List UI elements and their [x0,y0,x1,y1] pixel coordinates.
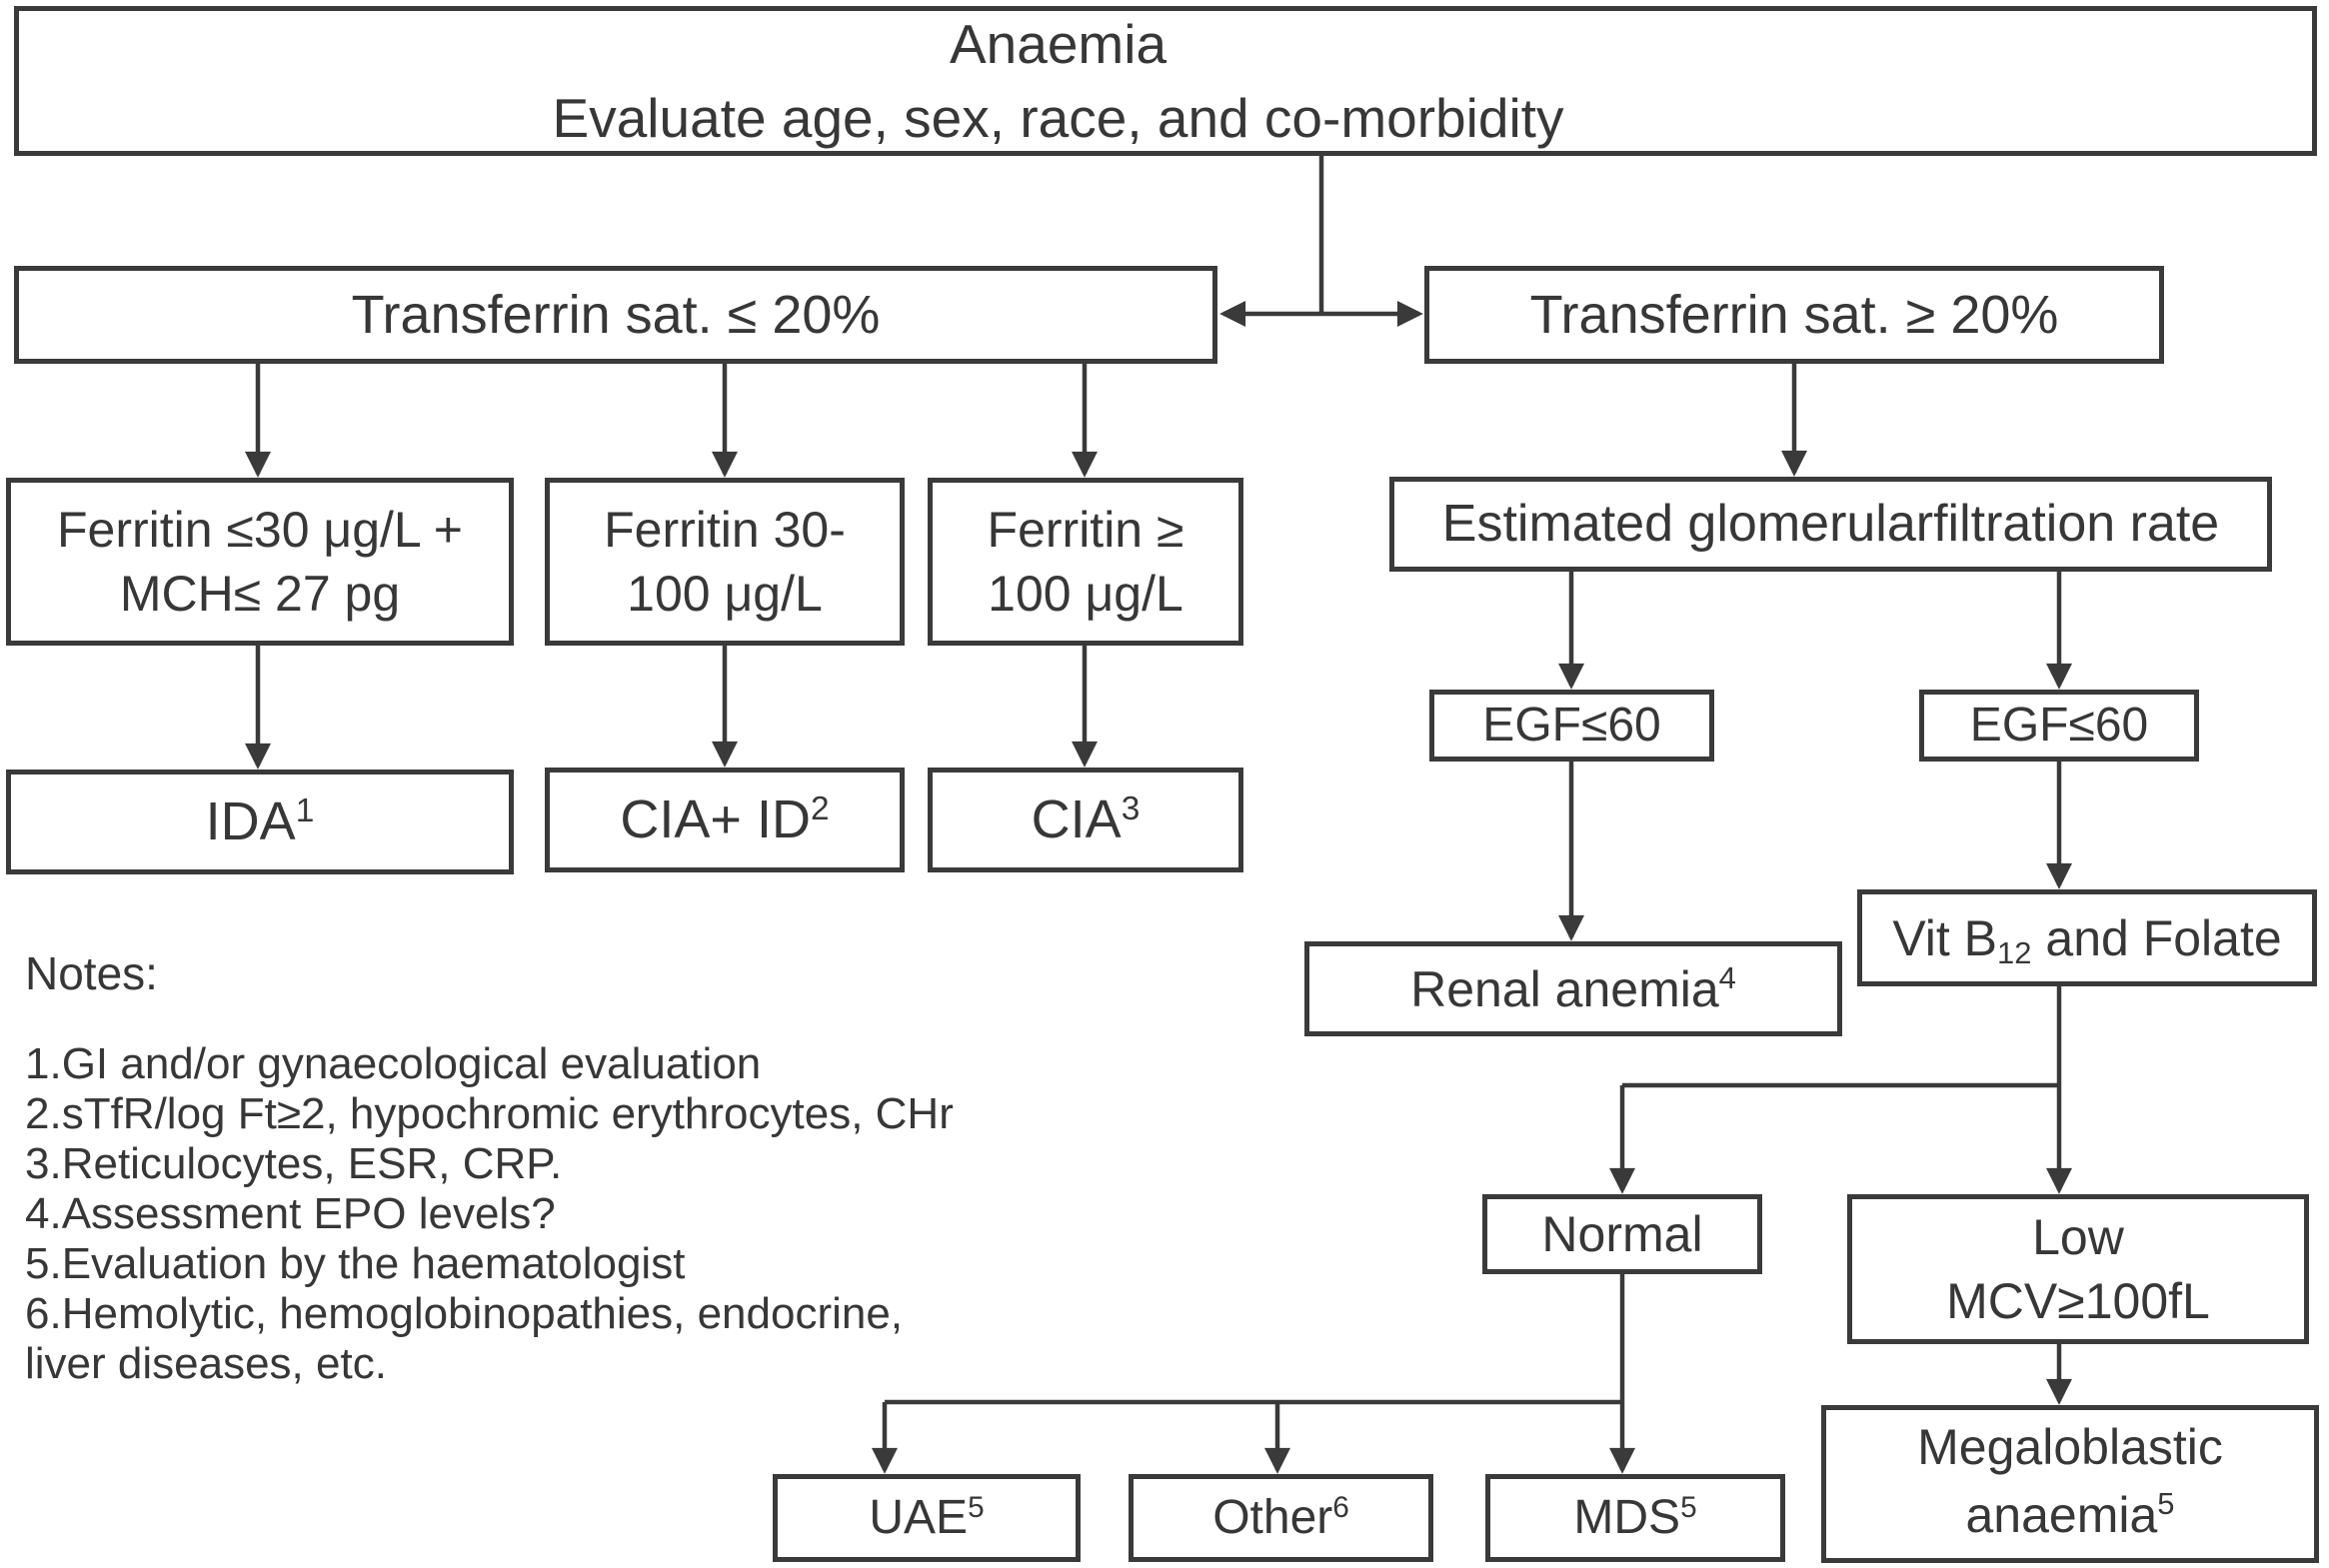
note-line: liver diseases, etc. [25,1339,387,1388]
cia-id-label: CIA+ ID2 [620,789,830,850]
note-line: 2.sTfR/log Ft≥2, hypochromic erythrocyte… [25,1089,954,1138]
node-anaemia: Anaemia Evaluate age, sex, race, and co-… [14,6,2317,156]
transferrin-high-label: Transferrin sat. ≥ 20% [1529,284,2059,345]
node-egf-left: EGF≤60 [1429,690,1714,762]
ida-label: IDA1 [205,791,315,852]
node-vitb12-folate: Vit B12 and Folate [1857,889,2317,986]
node-uae: UAE5 [773,1474,1081,1562]
notes-heading: Notes: [25,947,158,999]
renal-anemia-label: Renal anemia4 [1410,960,1736,1017]
node-ferritin-ge100: Ferritin ≥ 100 μg/L [928,478,1243,646]
megaloblastic-line1: Megaloblastic [1917,1418,2223,1475]
ferritin-30-100-line2: 100 μg/L [627,566,823,622]
low-mcv-line2: MCV≥100fL [1946,1273,2210,1329]
node-egfr: Estimated glomerularfiltration rate [1389,477,2272,572]
notes-section: Notes: 1.GI and/or gynaecological evalua… [25,947,1035,1389]
node-ferritin-30-100: Ferritin 30- 100 μg/L [545,478,905,646]
note-line: 3.Reticulocytes, ESR, CRP. [25,1139,563,1188]
node-megaloblastic: Megaloblastic anaemia5 [1821,1405,2319,1563]
egfr-label: Estimated glomerularfiltration rate [1441,495,2220,554]
other-label: Other6 [1212,1490,1349,1545]
egf-left-label: EGF≤60 [1482,699,1661,753]
node-egf-right: EGF≤60 [1919,690,2199,762]
node-mds: MDS5 [1485,1474,1785,1562]
node-ferritin-le30: Ferritin ≤30 μg/L + MCH≤ 27 pg [6,478,514,646]
node-low-mcv: Low MCV≥100fL [1847,1194,2309,1344]
uae-label: UAE5 [869,1490,985,1545]
node-cia: CIA3 [928,768,1243,872]
node-transferrin-low: Transferrin sat. ≤ 20% [14,266,1217,364]
egf-right-label: EGF≤60 [1969,699,2149,753]
note-line: 5.Evaluation by the haematologist [25,1239,686,1288]
note-line: 4.Assessment EPO levels? [25,1189,556,1238]
node-ida: IDA1 [6,770,514,874]
ferritin-le30-line1: Ferritin ≤30 μg/L + [57,502,463,558]
normal-label: Normal [1541,1206,1703,1262]
note-line: 6.Hemolytic, hemoglobinopathies, endocri… [25,1289,904,1338]
transferrin-low-label: Transferrin sat. ≤ 20% [351,284,881,345]
node-transferrin-high: Transferrin sat. ≥ 20% [1424,266,2164,364]
anaemia-title: Anaemia [949,13,1167,75]
ferritin-le30-line2: MCH≤ 27 pg [119,566,401,622]
node-other: Other6 [1129,1474,1433,1562]
low-mcv-line1: Low [2032,1209,2124,1265]
cia-label: CIA3 [1031,789,1141,850]
node-normal: Normal [1482,1194,1762,1274]
note-line: 1.GI and/or gynaecological evaluation [25,1039,762,1088]
anaemia-subtitle: Evaluate age, sex, race, and co-morbidit… [552,87,1564,149]
node-renal-anemia: Renal anemia4 [1304,941,1842,1036]
ferritin-30-100-line1: Ferritin 30- [604,502,846,558]
node-cia-id: CIA+ ID2 [545,768,905,872]
megaloblastic-line2: anaemia5 [1965,1486,2175,1543]
ferritin-ge100-line1: Ferritin ≥ [987,502,1184,558]
ferritin-ge100-line2: 100 μg/L [988,566,1183,622]
mds-label: MDS5 [1573,1490,1697,1545]
vitb12-folate-label: Vit B12 and Folate [1892,909,2282,971]
